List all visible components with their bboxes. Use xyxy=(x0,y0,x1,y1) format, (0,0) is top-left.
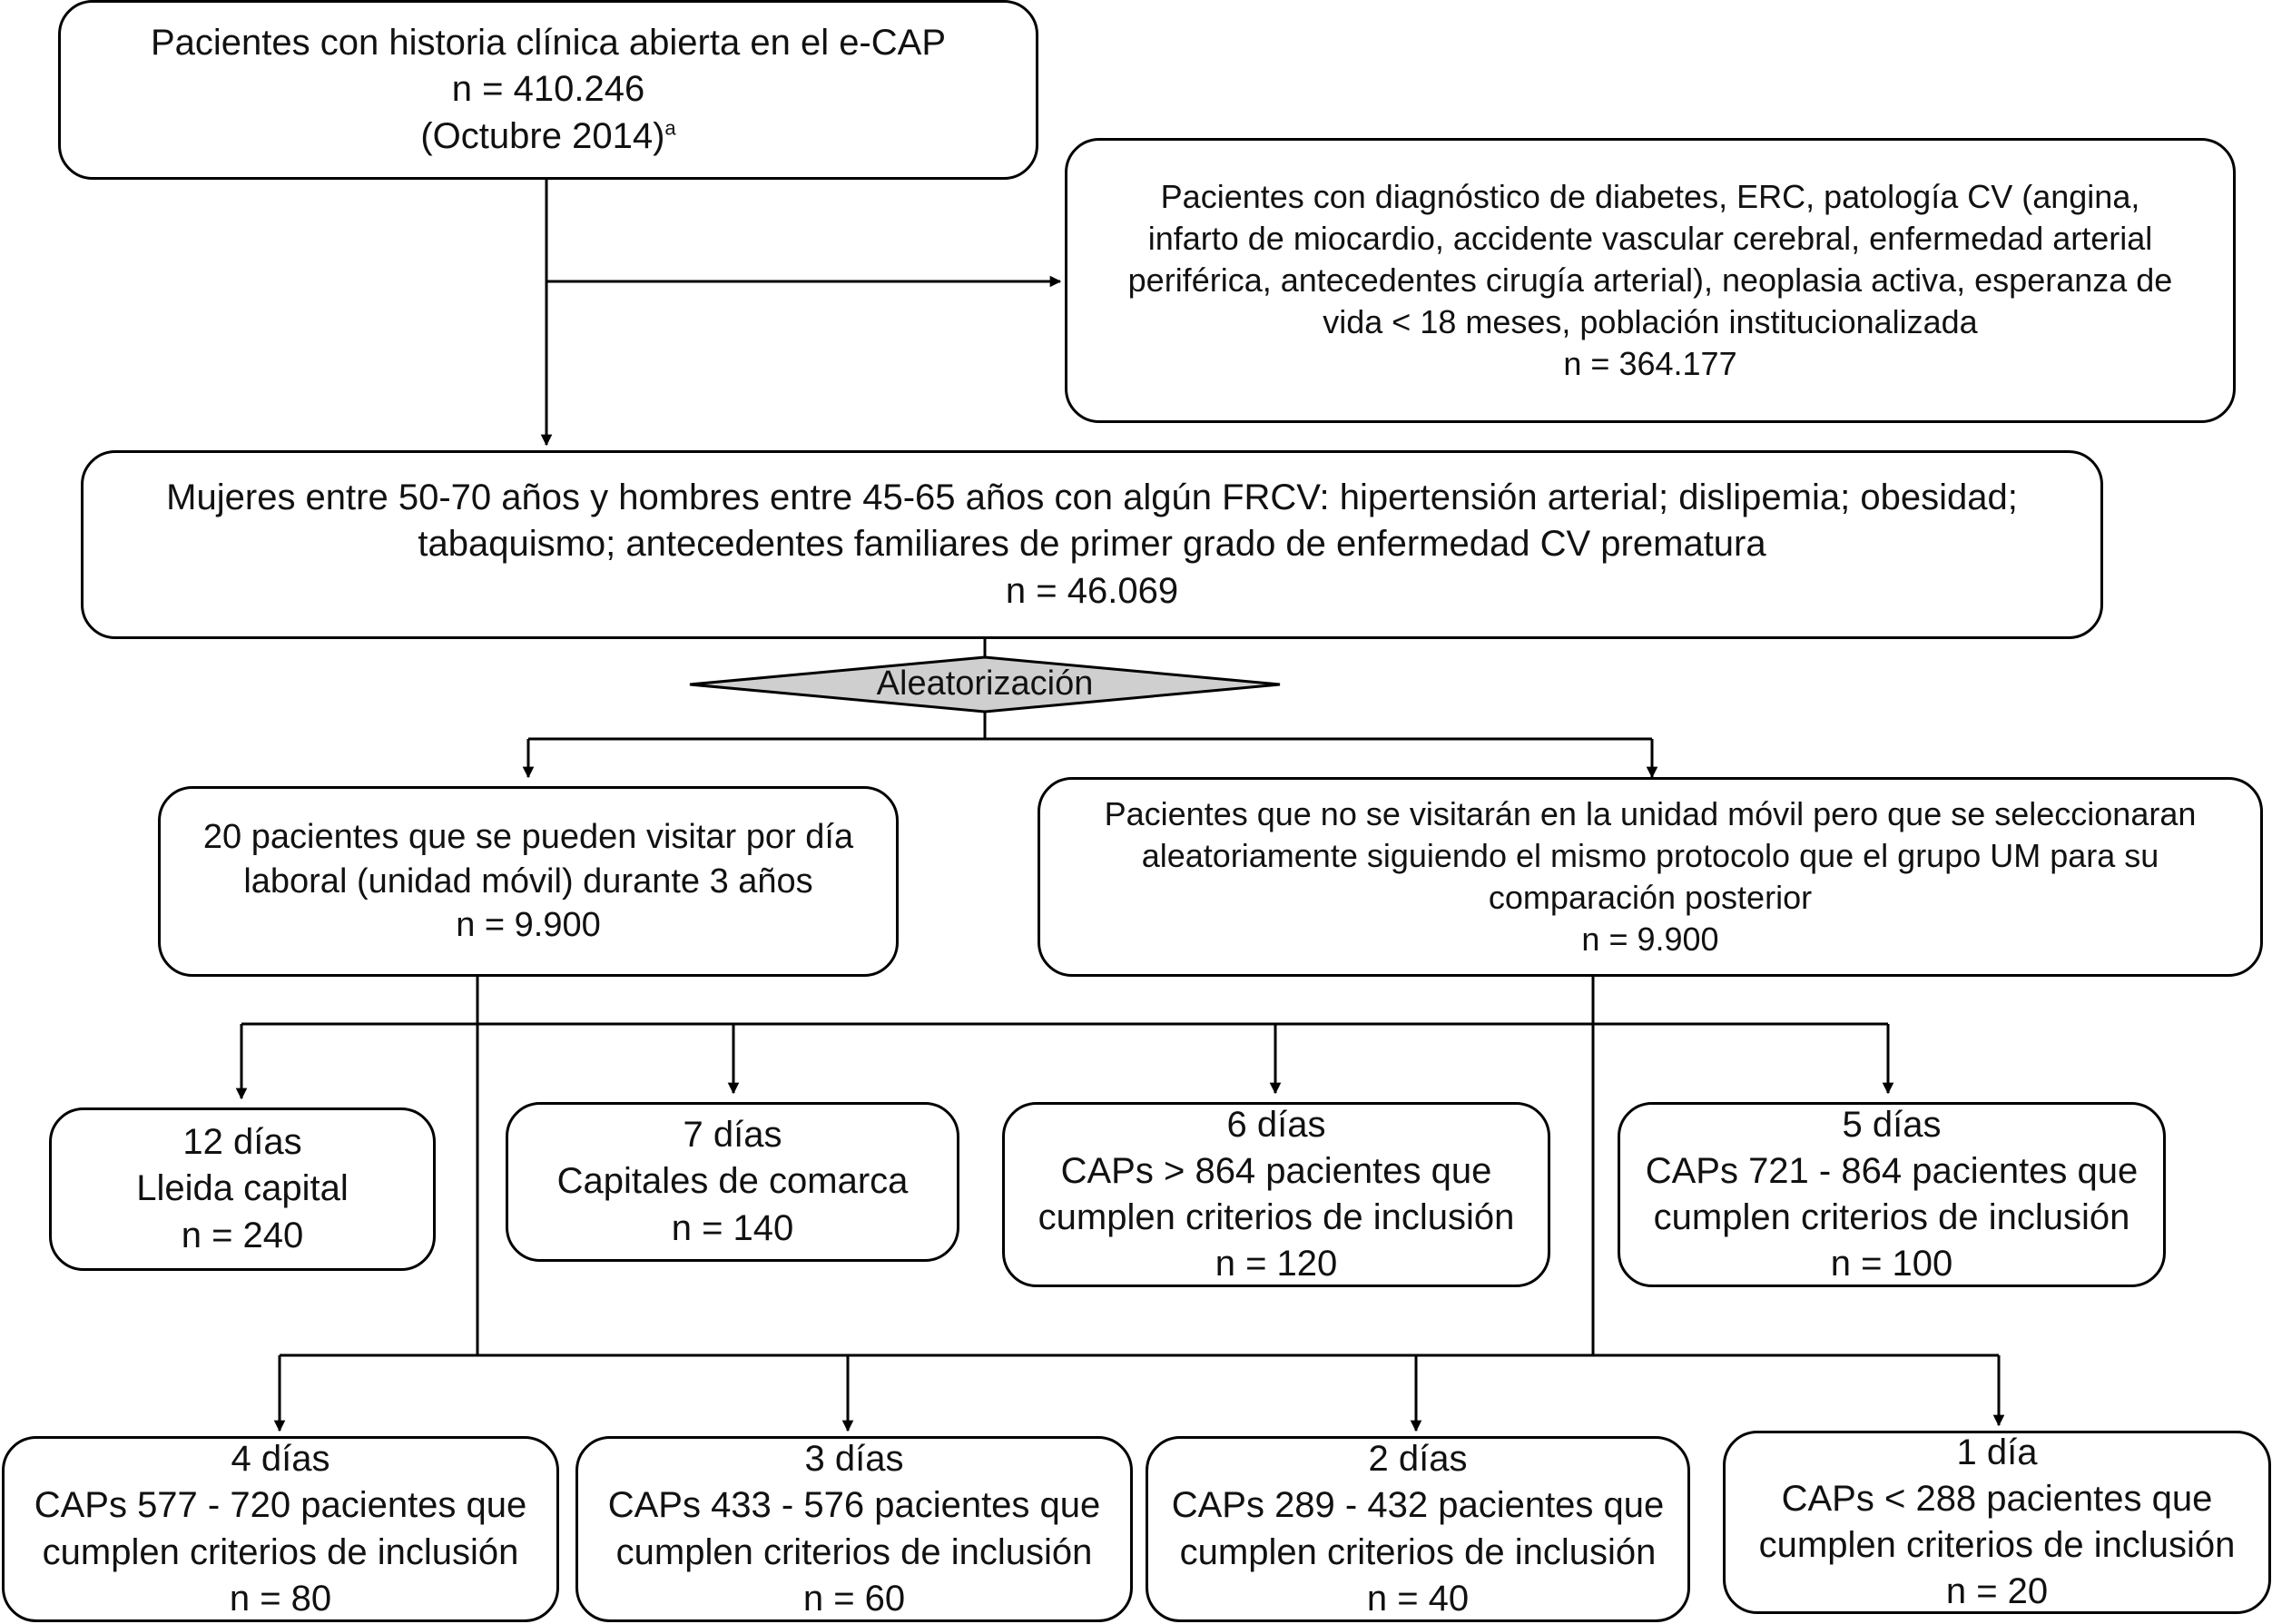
exclusion-count: n = 364.177 xyxy=(1563,345,1737,383)
allocation-description: CAPs < 288 pacientes que xyxy=(1781,1478,2213,1519)
allocation-description: CAPs 433 - 576 pacientes que xyxy=(607,1485,1101,1526)
eligible-population-box: Mujeres entre 50-70 años y hombres entre… xyxy=(81,450,2103,639)
allocation-description-2: cumplen criterios de inclusión xyxy=(615,1531,1093,1572)
allocation-days: 7 días xyxy=(683,1115,782,1156)
allocation-description-2: cumplen criterios de inclusión xyxy=(1653,1197,2130,1237)
allocation-description-2: cumplen criterios de inclusión xyxy=(42,1531,519,1572)
allocation-count: n = 100 xyxy=(1830,1244,1953,1284)
allocation-count: n = 20 xyxy=(1945,1571,2049,1612)
allocation-description: Lleida capital xyxy=(136,1168,349,1209)
allocation-days: 4 días xyxy=(231,1439,330,1480)
exclusion-line-1: Pacientes con diagnóstico de diabetes, E… xyxy=(1160,177,2140,215)
allocation-description: CAPs 289 - 432 pacientes que xyxy=(1171,1485,1665,1526)
control-group-count: n = 9.900 xyxy=(1581,920,1719,959)
mobile-group-line-2: laboral (unidad móvil) durante 3 años xyxy=(243,861,813,901)
exclusion-line-4: vida < 18 meses, población institucional… xyxy=(1323,303,1978,341)
allocation-days: 12 días xyxy=(182,1122,302,1163)
allocation-count: n = 140 xyxy=(671,1207,794,1248)
allocation-count: n = 240 xyxy=(181,1215,304,1255)
control-group-line-2: aleatoriamente siguiendo el mismo protoc… xyxy=(1141,836,2159,874)
allocation-box-2-days: 2 días CAPs 289 - 432 pacientes que cump… xyxy=(1146,1436,1690,1622)
mobile-unit-group-box: 20 pacientes que se pueden visitar por d… xyxy=(158,786,899,977)
allocation-days: 2 días xyxy=(1368,1439,1468,1480)
footnote-mark: a xyxy=(664,116,676,140)
allocation-count: n = 40 xyxy=(1366,1578,1470,1619)
allocation-count: n = 120 xyxy=(1215,1244,1338,1284)
allocation-count: n = 80 xyxy=(229,1578,332,1619)
allocation-description-2: cumplen criterios de inclusión xyxy=(1038,1197,1515,1237)
allocation-box-1-day: 1 día CAPs < 288 pacientes que cumplen c… xyxy=(1723,1431,2271,1614)
allocation-description: CAPs 721 - 864 pacientes que xyxy=(1645,1150,2139,1191)
allocation-count: n = 60 xyxy=(802,1578,906,1619)
exclusion-box: Pacientes con diagnóstico de diabetes, E… xyxy=(1065,138,2236,423)
allocation-days: 6 días xyxy=(1226,1104,1326,1145)
randomization-label: Aleatorización xyxy=(876,664,1094,703)
mobile-group-count: n = 9.900 xyxy=(456,906,601,945)
allocation-description-2: cumplen criterios de inclusión xyxy=(1179,1531,1657,1572)
allocation-box-6-days: 6 días CAPs > 864 pacientes que cumplen … xyxy=(1002,1102,1550,1287)
initial-population-text: Pacientes con historia clínica abierta e… xyxy=(150,23,946,64)
allocation-box-5-days: 5 días CAPs 721 - 864 pacientes que cump… xyxy=(1618,1102,2166,1287)
control-group-line-3: comparación posterior xyxy=(1488,879,1813,916)
control-group-box: Pacientes que no se visitarán en la unid… xyxy=(1038,777,2263,977)
allocation-description: CAPs 577 - 720 pacientes que xyxy=(34,1485,527,1526)
allocation-box-12-days: 12 días Lleida capital n = 240 xyxy=(49,1107,436,1271)
mobile-group-line-1: 20 pacientes que se pueden visitar por d… xyxy=(202,818,854,857)
allocation-description-2: cumplen criterios de inclusión xyxy=(1758,1525,2236,1565)
allocation-description: Capitales de comarca xyxy=(556,1161,909,1202)
allocation-days: 5 días xyxy=(1842,1104,1942,1145)
initial-population-date: (Octubre 2014)a xyxy=(420,113,675,160)
allocation-box-3-days: 3 días CAPs 433 - 576 pacientes que cump… xyxy=(575,1436,1133,1622)
date-text: (Octubre 2014) xyxy=(420,115,665,156)
exclusion-line-2: infarto de miocardio, accidente vascular… xyxy=(1147,219,2153,257)
initial-population-count: n = 410.246 xyxy=(451,69,645,110)
eligible-line-1: Mujeres entre 50-70 años y hombres entre… xyxy=(166,477,2018,518)
randomization-diamond xyxy=(689,655,1281,714)
allocation-days: 1 día xyxy=(1956,1432,2038,1472)
initial-population-box: Pacientes con historia clínica abierta e… xyxy=(58,0,1038,180)
control-group-line-1: Pacientes que no se visitarán en la unid… xyxy=(1104,794,2197,832)
allocation-days: 3 días xyxy=(804,1439,904,1480)
allocation-description: CAPs > 864 pacientes que xyxy=(1060,1150,1492,1191)
eligible-line-2: tabaquismo; antecedentes familiares de p… xyxy=(418,524,1766,565)
eligible-count: n = 46.069 xyxy=(1005,570,1179,611)
allocation-box-7-days: 7 días Capitales de comarca n = 140 xyxy=(506,1102,959,1262)
allocation-box-4-days: 4 días CAPs 577 - 720 pacientes que cump… xyxy=(2,1436,559,1622)
exclusion-line-3: periférica, antecedentes cirugía arteria… xyxy=(1127,261,2173,299)
